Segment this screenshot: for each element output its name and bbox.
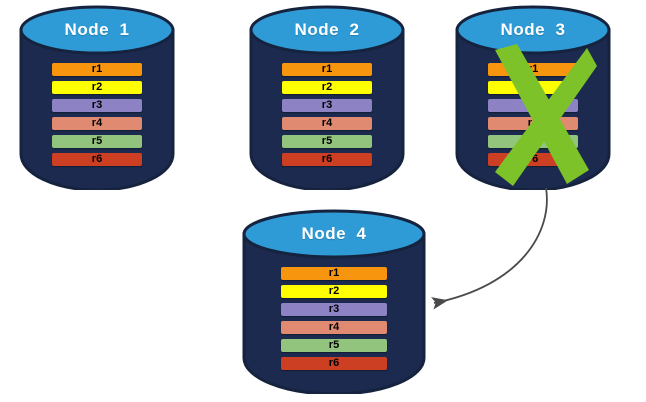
- row-bar-r4: r4: [52, 117, 142, 130]
- row-bar-r1: r1: [52, 63, 142, 76]
- row-bar-r1: r1: [281, 267, 387, 280]
- row-list-4: r1 r2 r3 r4 r5 r6: [281, 267, 387, 370]
- row-bar-r6: r6: [282, 153, 372, 166]
- row-bar-r5: r5: [282, 135, 372, 148]
- row-bar-r3: r3: [488, 99, 578, 112]
- row-bar-r6: r6: [52, 153, 142, 166]
- row-bar-r2: r2: [282, 81, 372, 94]
- row-bar-r4: r4: [281, 321, 387, 334]
- row-bar-r2: r2: [488, 81, 578, 94]
- row-bar-r5: r5: [281, 339, 387, 352]
- row-bar-r2: r2: [52, 81, 142, 94]
- row-list-3: r1 r2 r3 r4 r5 r6: [488, 63, 578, 166]
- row-bar-r5: r5: [52, 135, 142, 148]
- row-bar-r4: r4: [282, 117, 372, 130]
- row-list-1: r1 r2 r3 r4 r5 r6: [52, 63, 142, 166]
- row-bar-r3: r3: [282, 99, 372, 112]
- row-bar-r3: r3: [52, 99, 142, 112]
- row-bar-r1: r1: [488, 63, 578, 76]
- row-bar-r5: r5: [488, 135, 578, 148]
- row-bar-r1: r1: [282, 63, 372, 76]
- row-bar-r3: r3: [281, 303, 387, 316]
- row-bar-r2: r2: [281, 285, 387, 298]
- row-bar-r6: r6: [281, 357, 387, 370]
- arrow-path: [431, 187, 548, 310]
- row-bar-r6: r6: [488, 153, 578, 166]
- row-bar-r4: r4: [488, 117, 578, 130]
- row-list-2: r1 r2 r3 r4 r5 r6: [282, 63, 372, 166]
